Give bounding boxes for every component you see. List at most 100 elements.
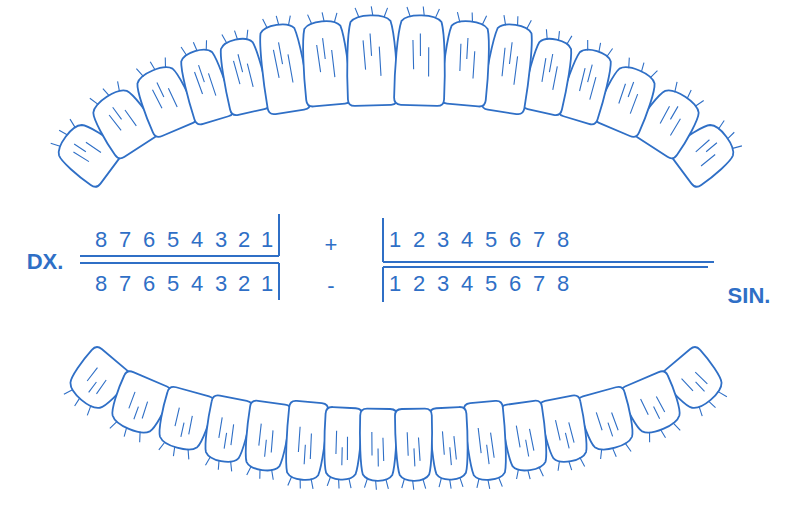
tooth-shading: [412, 33, 430, 76]
gum-hatching: [136, 56, 169, 78]
tooth-outline: [241, 400, 292, 473]
gum-hatching: [457, 11, 487, 25]
tooth-number: 1: [389, 229, 401, 251]
tooth-shading: [478, 427, 495, 465]
tooth-shading: [107, 102, 137, 135]
tooth-number: 1: [261, 229, 273, 251]
tooth-shading: [539, 53, 560, 90]
gum-hatching: [544, 28, 572, 44]
tooth-shading: [151, 79, 178, 113]
gum-hatching: [364, 479, 388, 490]
gum-hatching: [502, 14, 531, 29]
tooth-shading: [232, 53, 253, 90]
tooth-number: 4: [461, 229, 473, 251]
gum-hatching: [246, 466, 274, 481]
tooth-number: 7: [533, 229, 545, 251]
tooth-drawing: [481, 13, 538, 115]
gum-hatching: [672, 81, 705, 108]
tooth-outline: [440, 19, 493, 107]
tooth-shading: [316, 37, 335, 78]
quadrant-line: [382, 267, 384, 302]
tooth-number: 2: [238, 273, 250, 295]
tooth-outline: [359, 408, 397, 481]
gum-hatching: [288, 476, 314, 489]
tooth-number: 6: [143, 273, 155, 295]
tooth-shading: [297, 427, 314, 465]
gum-hatching: [625, 57, 658, 79]
tooth-number: 6: [143, 229, 155, 251]
tooth-number: 3: [437, 229, 449, 251]
quadrant-sign: -: [327, 275, 334, 297]
side-label: SIN.: [728, 285, 771, 307]
tooth-shading: [70, 137, 101, 166]
gum-hatching: [476, 477, 502, 490]
tooth-shading: [577, 63, 600, 100]
tooth-shading: [516, 424, 534, 458]
tooth-number: 4: [191, 229, 203, 251]
tooth-drawing: [199, 394, 254, 474]
gum-hatching: [181, 38, 209, 56]
tooth-shading: [641, 392, 667, 422]
gum-hatching: [439, 477, 463, 489]
gum-hatching: [63, 387, 94, 416]
tooth-number: 8: [557, 273, 569, 295]
tooth-shading: [407, 432, 420, 466]
tooth-number: 7: [119, 273, 131, 295]
gum-hatching: [89, 80, 122, 107]
tooth-shading: [616, 79, 643, 113]
tooth-number: 4: [461, 273, 473, 295]
tooth-drawing: [282, 400, 329, 490]
gum-hatching: [646, 421, 681, 444]
gum-hatching: [598, 442, 631, 461]
quadrant-sign: +: [325, 234, 338, 256]
tooth-outline: [322, 407, 363, 481]
gum-hatching: [205, 456, 234, 472]
tooth-outline: [463, 400, 509, 481]
tooth-shading: [500, 41, 521, 84]
tooth-number: 5: [485, 229, 497, 251]
tooth-arch: [57, 345, 735, 491]
gum-hatching: [515, 466, 543, 481]
tooth-drawing: [500, 400, 552, 482]
gum-hatching: [222, 28, 250, 44]
tooth-number: 1: [261, 273, 273, 295]
gum-hatching: [158, 441, 191, 460]
tooth-outline: [299, 19, 352, 107]
tooth-drawing: [359, 408, 397, 490]
tooth-shading: [682, 368, 710, 397]
tooth-number: 3: [215, 229, 227, 251]
tooth-drawing: [298, 10, 352, 107]
gum-hatching: [402, 479, 426, 490]
tooth-shading: [691, 137, 722, 166]
tooth-drawing: [345, 6, 398, 107]
tooth-number: 2: [413, 273, 425, 295]
tooth-outline: [283, 400, 329, 481]
tooth-number: 7: [533, 273, 545, 295]
tooth-outline: [394, 15, 447, 107]
tooth-drawing: [429, 407, 470, 490]
gum-hatching: [50, 118, 77, 149]
gum-hatching: [307, 11, 337, 25]
tooth-shading: [442, 431, 456, 466]
quadrant-line: [80, 262, 279, 264]
tooth-number: 5: [167, 273, 179, 295]
tooth-arch: [44, 6, 748, 190]
gum-hatching: [262, 14, 291, 29]
gum-hatching: [716, 120, 743, 151]
tooth-number: 8: [95, 273, 107, 295]
tooth-number: 6: [509, 273, 521, 295]
tooth-shading: [335, 431, 349, 466]
gum-hatching: [355, 6, 388, 18]
tooth-outline: [395, 408, 433, 481]
tooth-drawing: [254, 13, 311, 115]
tooth-shading: [555, 417, 575, 450]
tooth-outline: [345, 15, 398, 107]
tooth-arches: [44, 6, 748, 491]
tooth-number: 8: [557, 229, 569, 251]
tooth-number: 5: [485, 273, 497, 295]
gum-hatching: [109, 420, 144, 443]
tooth-number: 6: [509, 229, 521, 251]
